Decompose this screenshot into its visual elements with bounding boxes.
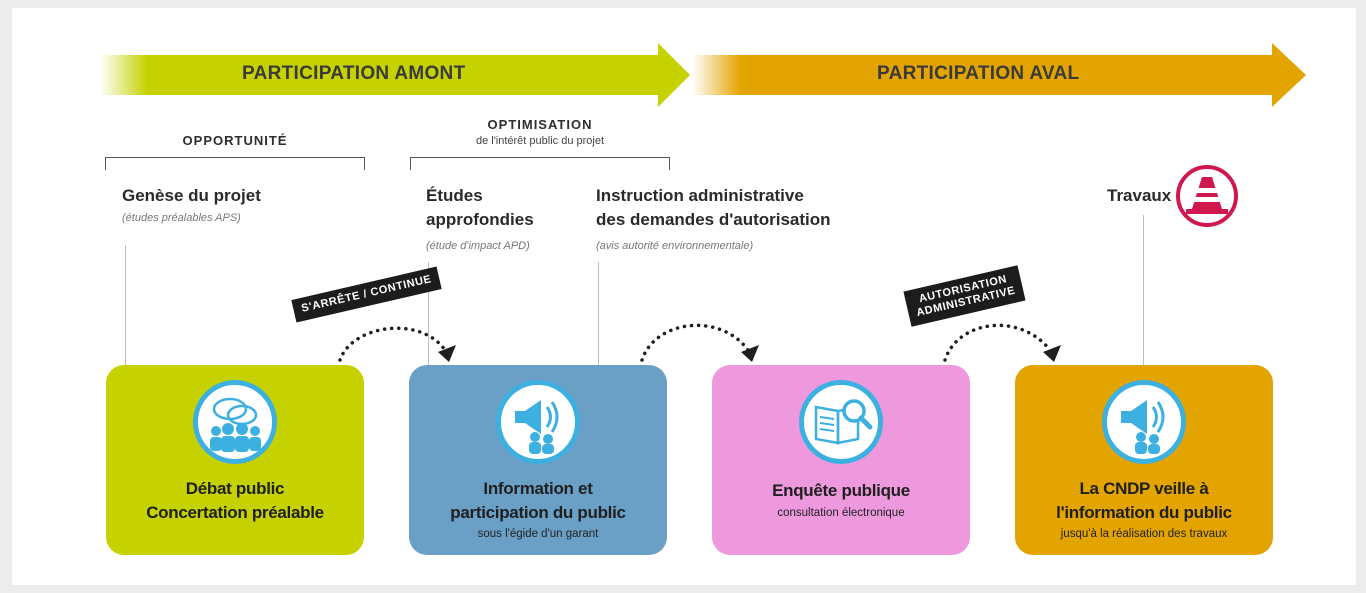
optimisation-label: OPTIMISATION <box>487 117 593 132</box>
debat-public-title-line2: Concertation préalable <box>146 503 324 522</box>
megaphone-group-icon <box>1102 380 1186 464</box>
instruction-connector <box>598 262 599 365</box>
information-subtitle: sous l'égide d'un garant <box>477 528 599 540</box>
genese-title: Genèse du projet <box>122 186 261 205</box>
cndp-subtitle: jusqu'à la réalisation des travaux <box>1060 528 1228 540</box>
information-title-line2: participation du public <box>450 503 626 522</box>
genese-subtitle: (études préalables APS) <box>122 212 241 224</box>
debat-public-box: Débat public Concertation préalable <box>106 365 364 555</box>
instruction-title-line1: Instruction administrative <box>596 186 804 205</box>
travaux-connector <box>1143 215 1144 365</box>
cndp-box: La CNDP veille à l'information du public… <box>1015 365 1273 555</box>
cndp-title-line2: l'information du public <box>1056 503 1232 522</box>
etudes-subtitle: (étude d'impact APD) <box>426 240 530 252</box>
debat-public-title-line1: Débat public <box>185 479 285 498</box>
cndp-title-line1: La CNDP veille à <box>1079 479 1209 498</box>
enquete-publique-subtitle: consultation électronique <box>777 507 905 519</box>
etudes-title-line2: approfondies <box>426 210 534 229</box>
instruction-subtitle: (avis autorité environnementale) <box>596 240 754 252</box>
enquete-publique-title: Enquête publique <box>772 481 910 500</box>
information-title-line1: Information et <box>483 479 593 498</box>
traffic-cone-icon <box>1176 165 1238 227</box>
enquete-publique-box: Enquête publique consultation électroniq… <box>712 365 970 555</box>
information-participation-box: Information et participation du public s… <box>409 365 667 555</box>
dotted-arrowheads <box>438 345 1061 362</box>
discussion-group-icon <box>193 380 277 464</box>
dotted-arrow-1 <box>338 326 447 362</box>
megaphone-group-icon <box>496 380 580 464</box>
opportunite-bracket <box>105 157 365 170</box>
etudes-title-line1: Études <box>426 186 483 205</box>
amont-arrow <box>100 43 690 107</box>
travaux-title: Travaux <box>1107 186 1172 205</box>
optimisation-subtitle: de l'intérêt public du projet <box>475 135 605 147</box>
optimisation-bracket <box>410 157 670 170</box>
opportunite-label: OPPORTUNITÉ <box>182 133 288 148</box>
etudes-connector <box>428 262 429 365</box>
instruction-title-line2: des demandes d'autorisation <box>596 210 831 229</box>
participation-aval-label: PARTICIPATION AVAL <box>877 63 1080 84</box>
document-search-icon <box>799 380 883 464</box>
participation-amont-label: PARTICIPATION AMONT <box>242 63 466 84</box>
aval-arrow <box>692 43 1306 107</box>
dotted-arrow-2 <box>640 323 750 362</box>
dotted-arrow-3 <box>943 323 1052 362</box>
genese-connector <box>125 245 126 365</box>
